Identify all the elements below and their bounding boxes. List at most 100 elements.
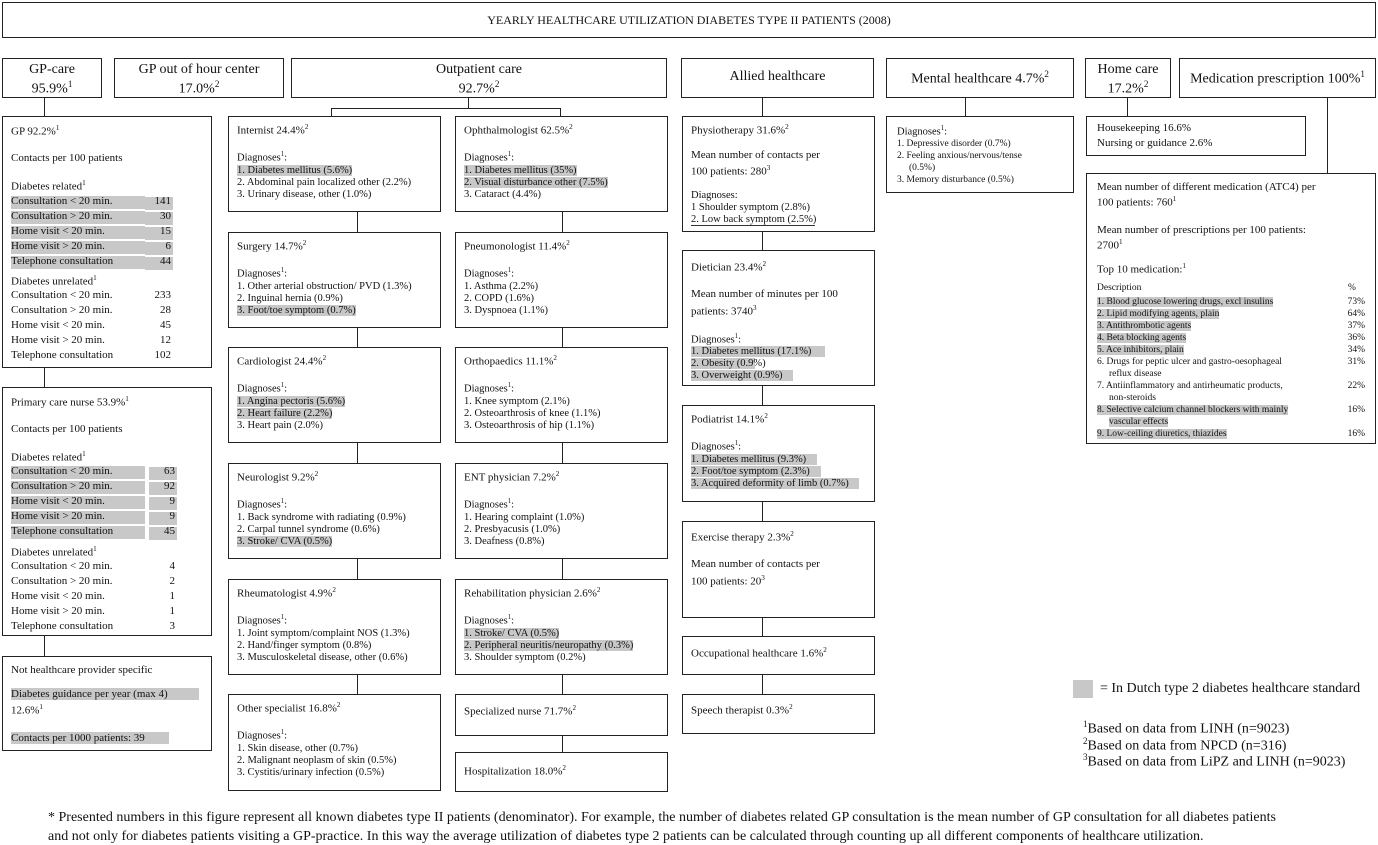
row-label: Home visit < 20 min. xyxy=(11,319,105,331)
header-value: 17.0%2 xyxy=(178,79,220,97)
row-label: Telephone consultation xyxy=(11,525,114,537)
dietician-diagnoses-label: Diagnoses1: xyxy=(691,333,742,346)
dietician-box: Dietician 23.4%2 Mean number of minutes … xyxy=(682,250,875,386)
physio-title: Physiotherapy 31.6%2 xyxy=(691,123,789,137)
med-item: 5. Ace inhibitors, plain xyxy=(1097,345,1184,355)
header-allied: Allied healthcare xyxy=(681,58,874,98)
podiatrist-title: Podiatrist 14.1%2 xyxy=(691,412,768,426)
guidance-value: 12.6%1 xyxy=(11,703,43,717)
row-label: Home visit > 20 min. xyxy=(11,240,105,252)
diagnosis-item: 1. Skin disease, other (0.7%) xyxy=(237,743,359,754)
connector xyxy=(357,674,358,694)
mental-dx-2: 2. Feeling anxious/nervous/tense xyxy=(897,151,1022,161)
row-value: 6 xyxy=(165,240,172,252)
medication-box: Mean number of different medication (ATC… xyxy=(1086,173,1376,444)
diagnosis-item: 2. Heart failure (2.2%) xyxy=(237,408,333,419)
diagnosis-item: 1. Diabetes mellitus (35%) xyxy=(464,165,577,176)
diagnosis-item: 3. Foot/toe symptom (0.7%) xyxy=(237,305,356,316)
mental-dx-2b: (0.5%) xyxy=(909,163,936,173)
row-value: 12 xyxy=(160,334,171,346)
physio-dx-2: 2. Low back symptom (2.5%) xyxy=(691,214,817,226)
connector xyxy=(762,232,763,250)
exercise-mean-2: 100 patients: 203 xyxy=(691,574,765,588)
med-presc-2: 27001 xyxy=(1097,238,1123,252)
gp-related-label: Diabetes related1 xyxy=(11,179,86,193)
med-col-pct: % xyxy=(1348,283,1356,293)
med-item: 1. Blood glucose lowering drugs, excl in… xyxy=(1097,297,1274,307)
med-item: 7. Antiinflammatory and antirheumatic pr… xyxy=(1097,381,1283,391)
med-item: 8. Selective calcium channel blockers wi… xyxy=(1097,405,1289,415)
value-highlight xyxy=(149,497,177,510)
diagnosis-item: 1. Hearing complaint (1.0%) xyxy=(464,512,585,523)
med-item: 3. Antithrombotic agents xyxy=(1097,321,1192,331)
row-label: Home visit < 20 min. xyxy=(11,590,105,602)
med-pct: 64% xyxy=(1347,309,1365,319)
row-value: 233 xyxy=(154,289,172,301)
header-label: Home care xyxy=(1097,62,1159,77)
med-pct: 37% xyxy=(1347,321,1365,331)
highlight-bar xyxy=(11,226,145,239)
connector xyxy=(762,618,763,636)
header-mental: Mental healthcare 4.7%2 xyxy=(886,58,1074,98)
row-value: 45 xyxy=(160,319,171,331)
value-highlight xyxy=(149,482,177,495)
header-value: 92.7%2 xyxy=(458,79,500,97)
med-mean-1: Mean number of different medication (ATC… xyxy=(1097,181,1316,193)
connector xyxy=(1327,98,1328,173)
diagnosis-item: 3. Shoulder symptom (0.2%) xyxy=(464,652,586,663)
row-value: 1 xyxy=(169,590,176,602)
physiotherapy-box: Physiotherapy 31.6%2 Mean number of cont… xyxy=(682,116,875,232)
dietician-dx-1: 1. Diabetes mellitus (17.1%) xyxy=(691,346,825,357)
diagnoses-label: Diagnoses1: xyxy=(237,498,288,511)
diagnoses-label: Diagnoses1: xyxy=(237,267,288,280)
connector xyxy=(762,502,763,521)
highlight-bar xyxy=(11,466,145,479)
page-title: YEARLY HEALTHCARE UTILIZATION DIABETES T… xyxy=(487,13,891,27)
row-label: Consultation > 20 min. xyxy=(11,304,113,316)
row-value: 2 xyxy=(169,575,176,587)
diagnoses-label: Diagnoses1: xyxy=(464,498,515,511)
connector xyxy=(357,327,358,347)
mental-box: Diagnoses1: 1. Depressive disorder (0.7%… xyxy=(886,116,1074,193)
row-value: 102 xyxy=(154,349,172,361)
diagnosis-item: 2. Malignant neoplasm of skin (0.5%) xyxy=(237,755,397,766)
highlight-bar xyxy=(11,481,145,494)
diagnosis-item: 2. Inguinal hernia (0.9%) xyxy=(237,293,343,304)
specialist-title: Ophthalmologist 62.5%2 xyxy=(464,123,573,137)
dietician-dx-3: 3. Overweight (0.9%) xyxy=(691,370,793,381)
connector xyxy=(357,559,358,579)
contacts-per-1000: Contacts per 1000 patients: 39 xyxy=(11,732,169,744)
dietician-title: Dietician 23.4%2 xyxy=(691,260,767,274)
connector xyxy=(762,386,763,405)
connector xyxy=(468,98,469,108)
podiatrist-dx-2: 2. Foot/toe symptom (2.3%) xyxy=(691,466,821,477)
connector xyxy=(562,443,563,463)
highlight-bar xyxy=(11,256,145,269)
row-value: 3 xyxy=(169,620,176,632)
highlight-bar xyxy=(11,511,145,524)
connector xyxy=(562,736,563,752)
diagnosis-item: 2. Visual disturbance other (7.5%) xyxy=(464,177,608,188)
med-item-cont: vascular effects xyxy=(1109,417,1169,427)
nurse-unrelated-label: Diabetes unrelated1 xyxy=(11,545,97,559)
header-value: 95.9%1 xyxy=(31,79,73,97)
med-item: 4. Beta blocking agents xyxy=(1097,333,1187,343)
diagnosis-item: 2. COPD (1.6%) xyxy=(464,293,534,304)
exercise-mean-1: Mean number of contacts per xyxy=(691,558,820,570)
row-label: Home visit > 20 min. xyxy=(11,605,105,617)
header-medication: Medication prescription 100%1 xyxy=(1179,58,1376,98)
connector xyxy=(562,212,563,232)
nurse-box: Primary care nurse 53.9%1 Contacts per 1… xyxy=(2,387,212,636)
highlight-bar xyxy=(11,241,145,254)
hospitalization-label: Hospitalization 18.0%2 xyxy=(464,764,566,778)
diagnosis-item: 2. Carpal tunnel syndrome (0.6%) xyxy=(237,524,380,535)
diagnosis-item: 1. Knee symptom (2.1%) xyxy=(464,396,570,407)
physio-diagnoses-label: Diagnoses: xyxy=(691,190,738,201)
footnote-line-1: * Presented numbers in this figure repre… xyxy=(48,810,1276,825)
